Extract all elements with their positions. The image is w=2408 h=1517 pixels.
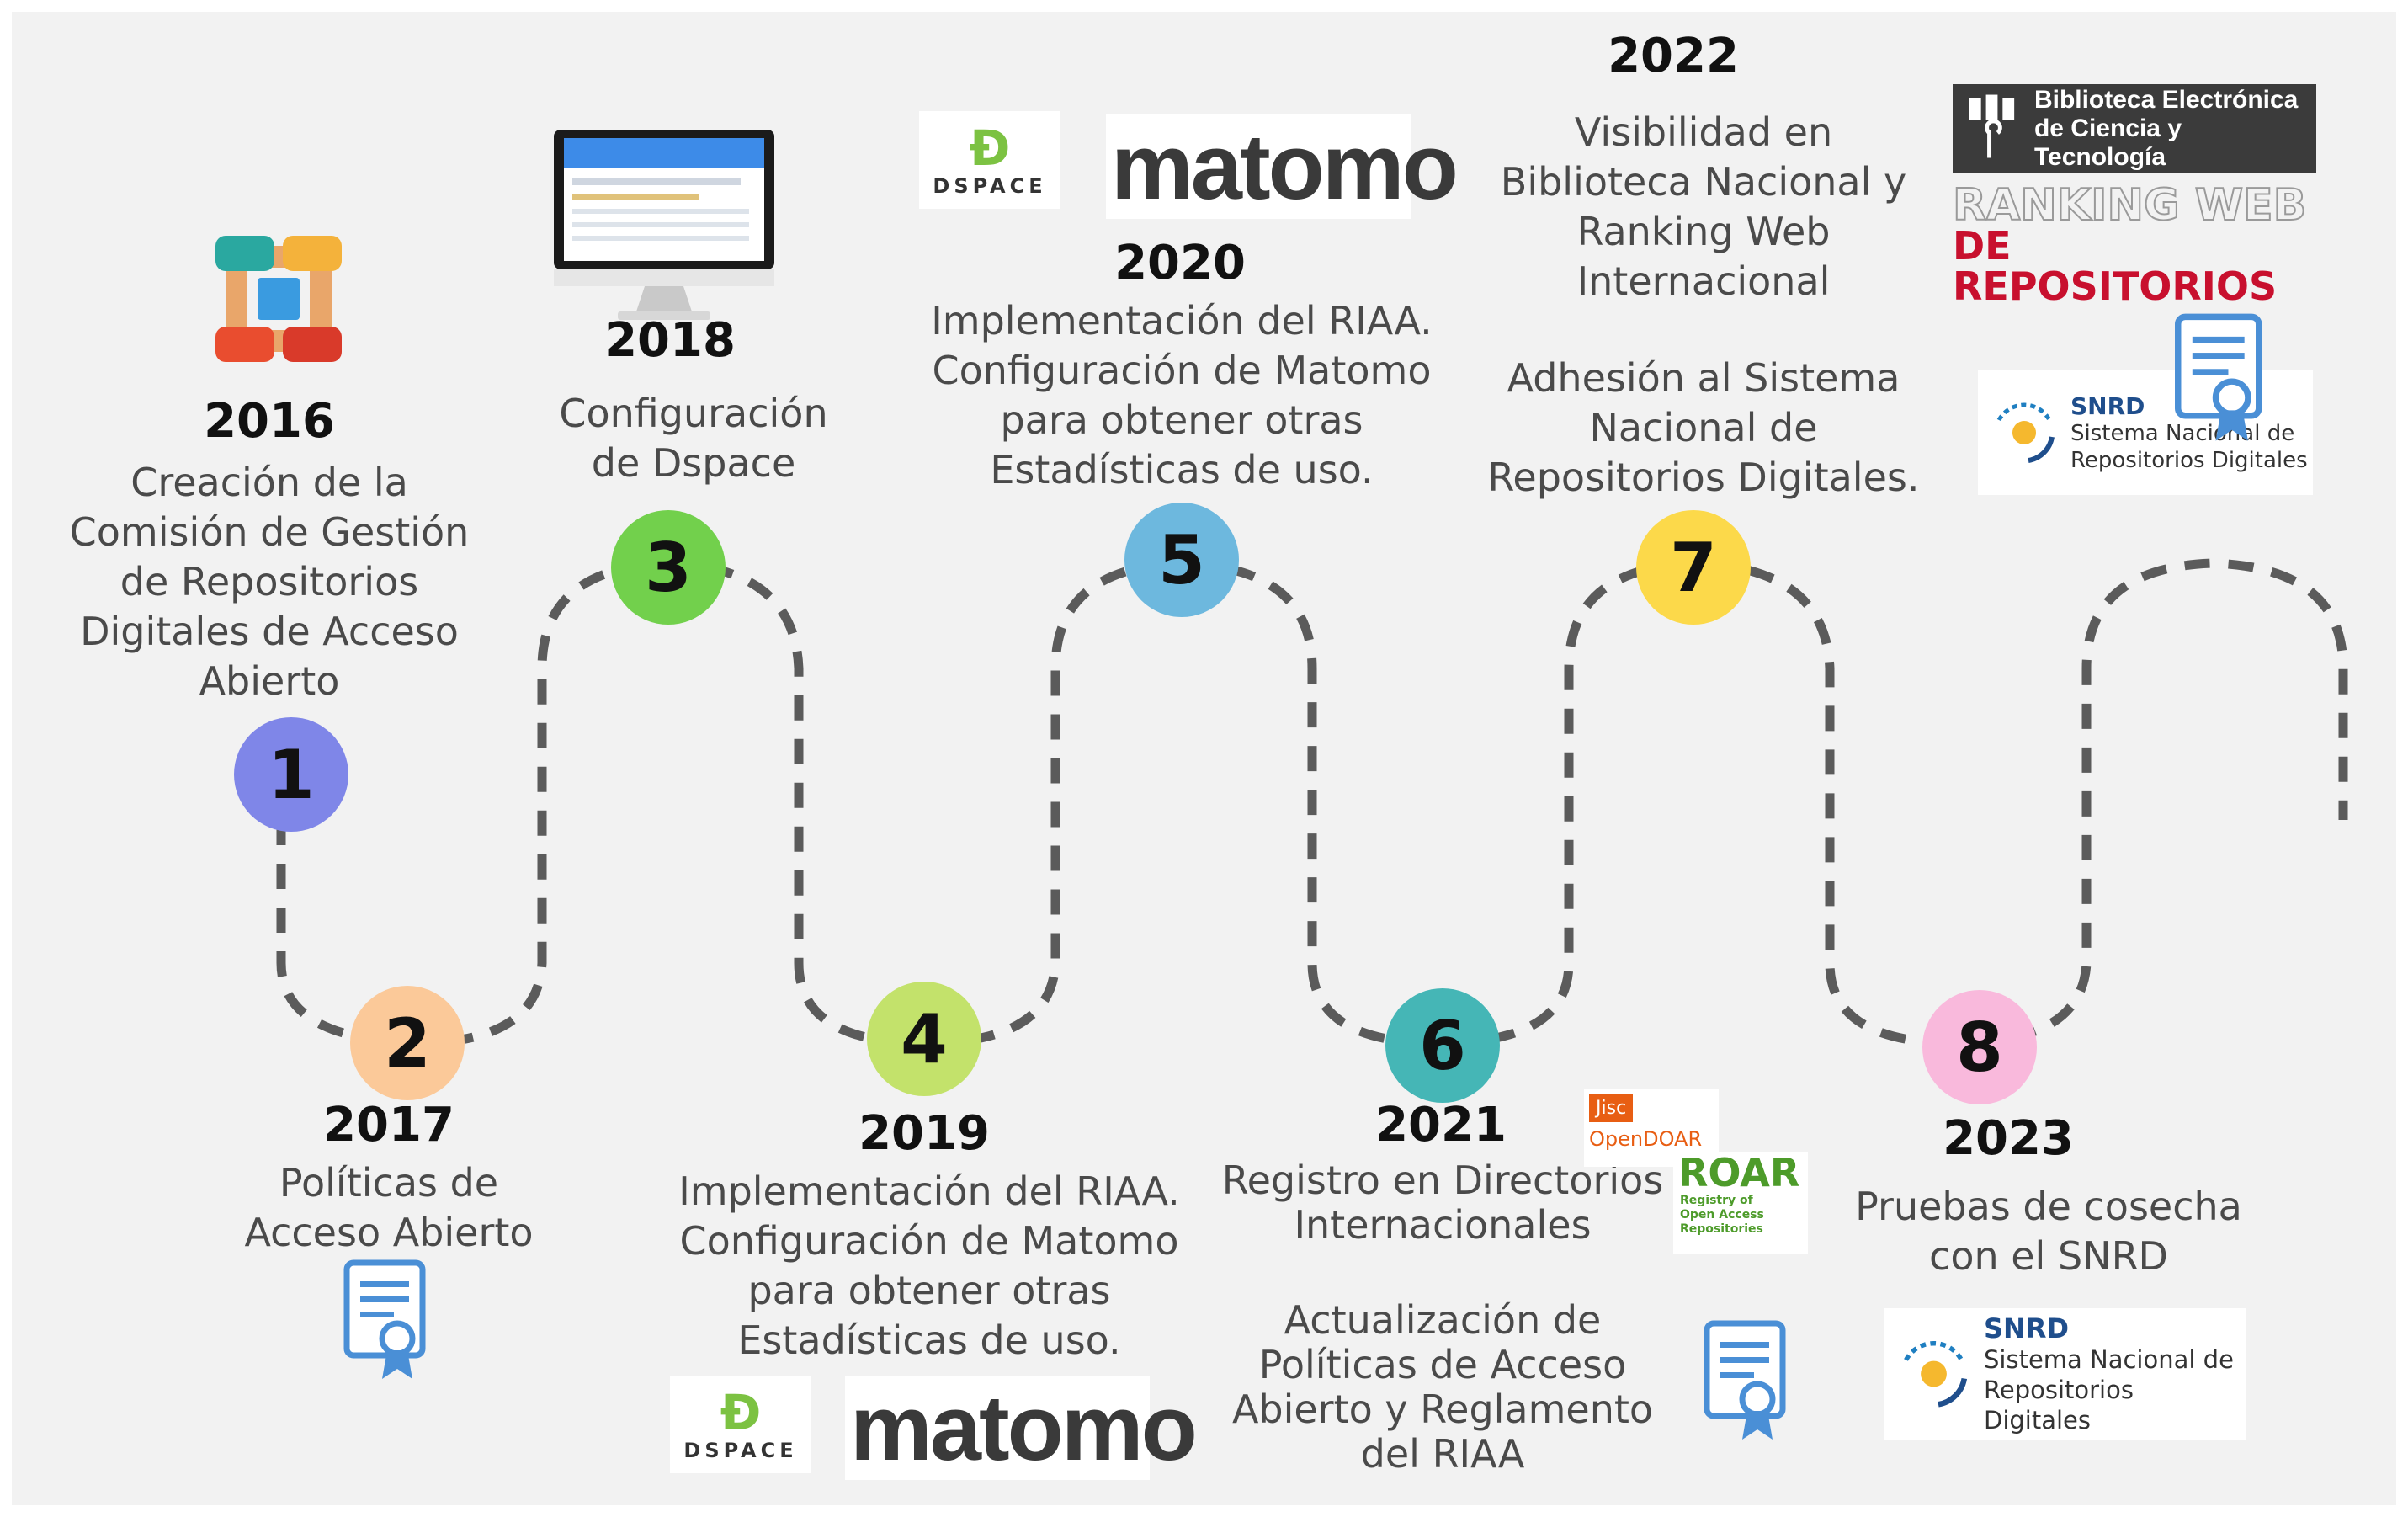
matomo-logo-text-2019: matomo bbox=[850, 1376, 1198, 1480]
snrd-logo-2022: SNRD Sistema Nacional de Repositorios Di… bbox=[1978, 370, 2313, 495]
milestone-1-description: Creación de la Comisión de Gestión de Re… bbox=[69, 460, 470, 704]
milestone-7-description-2: Adhesión al Sistema Nacional de Reposito… bbox=[1487, 355, 1920, 500]
milestone-3-year: 2018 bbox=[604, 313, 736, 368]
dspace-mark-icon-2019: Ð bbox=[720, 1384, 762, 1441]
biblioteca-logo-text: Biblioteca Electrónica de Ciencia y Tecn… bbox=[2033, 86, 2299, 171]
milestone-6-description: Registro en Directorios Internacionales bbox=[1221, 1158, 1664, 1248]
milestone-4-number: 4 bbox=[901, 999, 948, 1078]
milestone-6-circle: 6 bbox=[1385, 988, 1500, 1103]
snrd-logo-title: SNRD bbox=[2070, 391, 2145, 420]
milestone-7-description: Visibilidad en Biblioteca Nacional y Ran… bbox=[1500, 109, 1907, 304]
milestone-3-number: 3 bbox=[645, 528, 692, 607]
milestone-1-number: 1 bbox=[268, 735, 315, 814]
dspace-mark-icon: Ð bbox=[969, 120, 1011, 177]
milestone-3-description: Configuración de Dspace bbox=[559, 391, 828, 486]
milestone-2-description: Políticas de Acceso Abierto bbox=[244, 1160, 534, 1255]
milestone-4-circle: 4 bbox=[867, 982, 981, 1096]
milestone-8-circle: 8 bbox=[1922, 990, 2037, 1104]
milestone-1-circle: 1 bbox=[234, 717, 348, 832]
milestone-7-number: 7 bbox=[1670, 528, 1717, 607]
snrd-sun-icon bbox=[1996, 402, 2055, 463]
milestone-5-number: 5 bbox=[1158, 520, 1205, 599]
roar-title: ROAR bbox=[1678, 1150, 1800, 1195]
roar-subtitle: Registry of Open Access Repositories bbox=[1680, 1194, 1764, 1236]
certificate-icon bbox=[343, 1259, 426, 1379]
milestone-5-year: 2020 bbox=[1114, 236, 1246, 290]
milestone-8-year: 2023 bbox=[1943, 1111, 2074, 1166]
milestone-7-circle: 7 bbox=[1636, 510, 1751, 625]
opendoar-text: OpenDOAR bbox=[1589, 1127, 1703, 1151]
jisc-opendoar-logo: Jisc OpenDOAR bbox=[1584, 1089, 1719, 1167]
ranking-web-logo: RANKING WEB DE REPOSITORIOS bbox=[1952, 180, 2323, 309]
certificate-icon-2022 bbox=[2175, 313, 2262, 441]
timeline-canvas: 1 2016 Creación de la Comisión de Gestió… bbox=[12, 12, 2396, 1505]
milestone-8-description: Pruebas de cosecha con el SNRD bbox=[1855, 1184, 2242, 1279]
teamwork-hands-icon bbox=[215, 236, 342, 362]
certificate-icon-2021 bbox=[1704, 1320, 1786, 1440]
milestone-5-description: Implementación del RIAA. Configuración d… bbox=[931, 298, 1433, 492]
matomo-logo-2019: matomo bbox=[845, 1376, 1198, 1480]
milestone-6-year: 2021 bbox=[1375, 1098, 1507, 1152]
milestone-8-number: 8 bbox=[1956, 1008, 2003, 1087]
dspace-logo-2019: Ð DSPACE bbox=[670, 1376, 811, 1473]
milestone-6-number: 6 bbox=[1419, 1006, 1466, 1085]
snrd-logo-subtitle-2023: Sistema Nacional de Repositorios Digital… bbox=[1984, 1345, 2234, 1434]
touch-hand-icon bbox=[1969, 94, 2015, 158]
snrd-logo-title-2023: SNRD bbox=[1984, 1312, 2070, 1344]
snrd-sun-icon-2023 bbox=[1904, 1340, 1968, 1408]
dspace-logo-text: DSPACE bbox=[933, 174, 1047, 198]
milestone-3-circle: 3 bbox=[611, 510, 726, 625]
milestone-4-year: 2019 bbox=[858, 1106, 990, 1161]
milestone-1-year: 2016 bbox=[204, 394, 335, 449]
matomo-logo: matomo bbox=[1106, 114, 1459, 219]
ranking-web-line2: DE REPOSITORIOS bbox=[1953, 223, 2278, 309]
dspace-logo: Ð DSPACE bbox=[919, 111, 1060, 209]
roar-logo: ROAR Registry of Open Access Repositorie… bbox=[1673, 1152, 1808, 1254]
ranking-web-line1: RANKING WEB bbox=[1952, 180, 2307, 231]
dspace-logo-text-2019: DSPACE bbox=[683, 1439, 798, 1462]
milestone-5-circle: 5 bbox=[1124, 503, 1239, 617]
jisc-badge: Jisc bbox=[1589, 1094, 1634, 1122]
snrd-logo-subtitle: Sistema Nacional de Repositorios Digital… bbox=[2070, 420, 2308, 473]
milestone-2-year: 2017 bbox=[323, 1098, 454, 1152]
matomo-logo-text: matomo bbox=[1111, 114, 1459, 219]
milestone-2-number: 2 bbox=[384, 1003, 431, 1083]
milestone-7-year: 2022 bbox=[1608, 29, 1739, 83]
milestone-2-circle: 2 bbox=[350, 986, 465, 1100]
milestone-4-description: Implementación del RIAA. Configuración d… bbox=[678, 1168, 1180, 1363]
snrd-logo-2023: SNRD Sistema Nacional de Repositorios Di… bbox=[1884, 1308, 2246, 1440]
biblioteca-electronica-logo: Biblioteca Electrónica de Ciencia y Tecn… bbox=[1953, 84, 2316, 173]
milestone-6-description-2: Actualización de Políticas de Acceso Abi… bbox=[1231, 1297, 1654, 1477]
monitor-screenshot-icon bbox=[554, 130, 774, 320]
